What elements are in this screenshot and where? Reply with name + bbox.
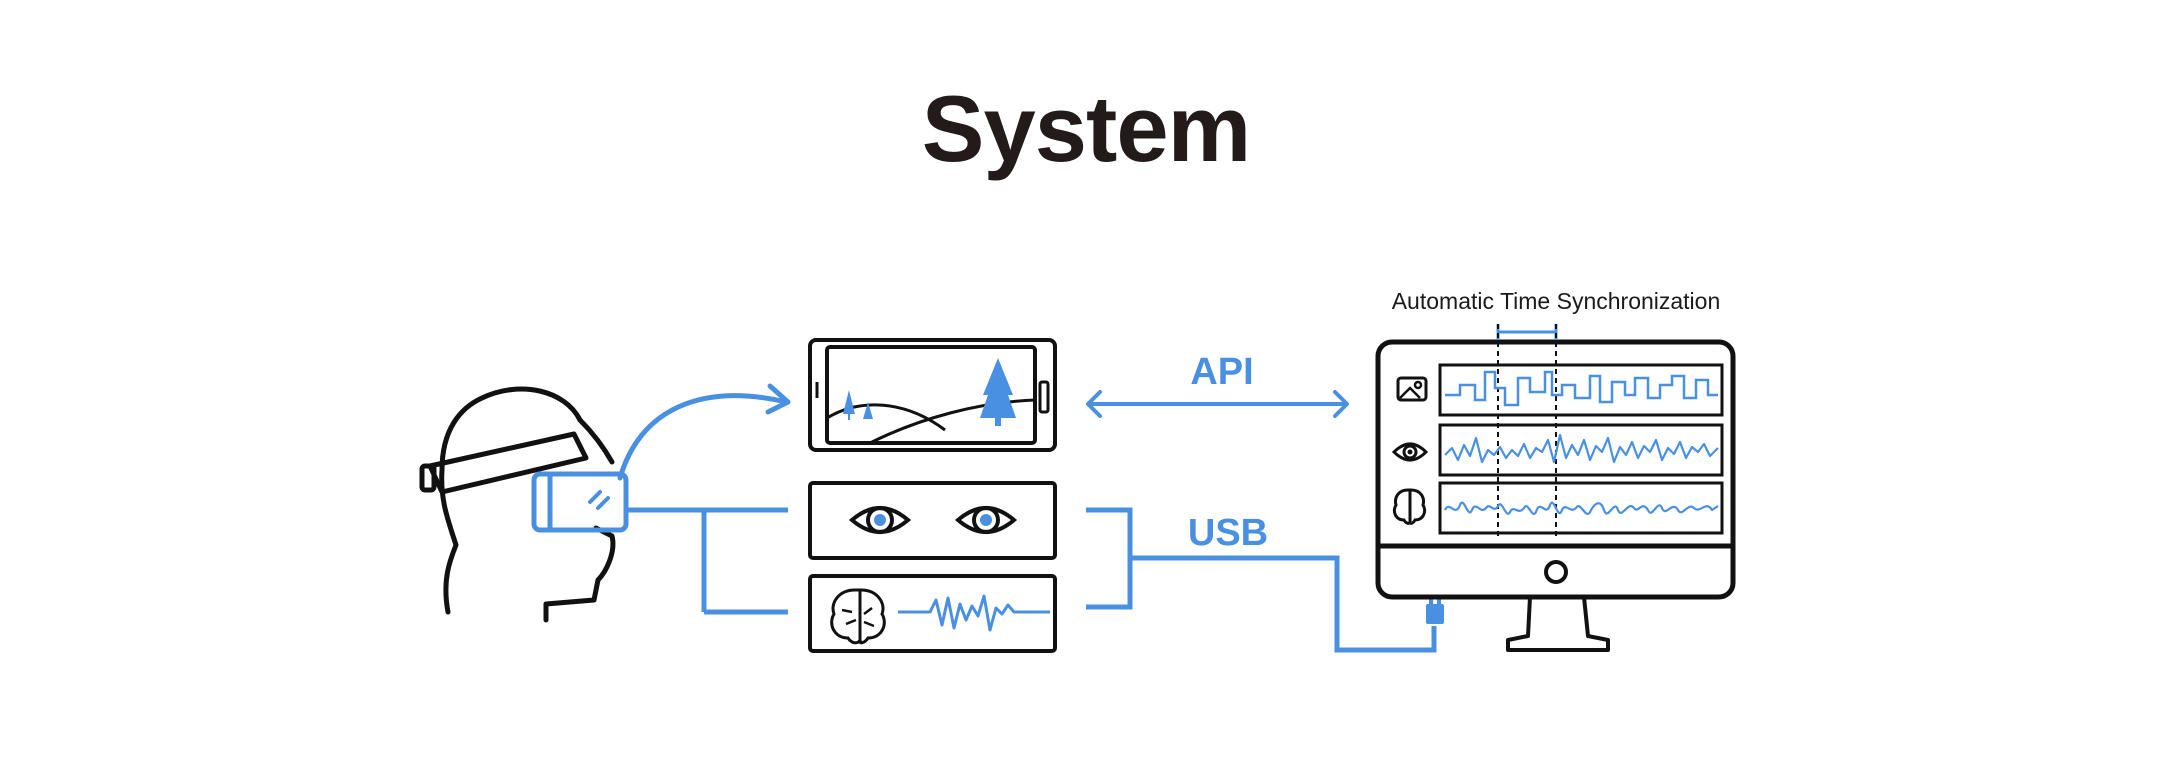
tablet-landscape-icon: [808, 338, 1057, 452]
headset-to-tablet-arrow: [617, 383, 791, 481]
page-title: System: [921, 76, 1251, 181]
api-label: API: [1190, 351, 1253, 393]
usb-connectors: [1086, 507, 1437, 653]
image-icon: [1396, 376, 1428, 402]
usb-label: USB: [1188, 512, 1268, 554]
brain-icon: [1392, 488, 1427, 525]
eye-icon: [1391, 442, 1429, 462]
eye-tracking-icon: [808, 481, 1057, 560]
vr-headset-user-icon: [419, 386, 629, 623]
desktop-monitor-icon: [1375, 324, 1736, 652]
sync-label: Automatic Time Synchronization: [1392, 288, 1721, 314]
headset-data-connectors: [626, 507, 788, 615]
eeg-brain-icon: [808, 574, 1057, 653]
usb-plug-icon: [1426, 598, 1444, 624]
api-arrow: [1086, 390, 1349, 418]
